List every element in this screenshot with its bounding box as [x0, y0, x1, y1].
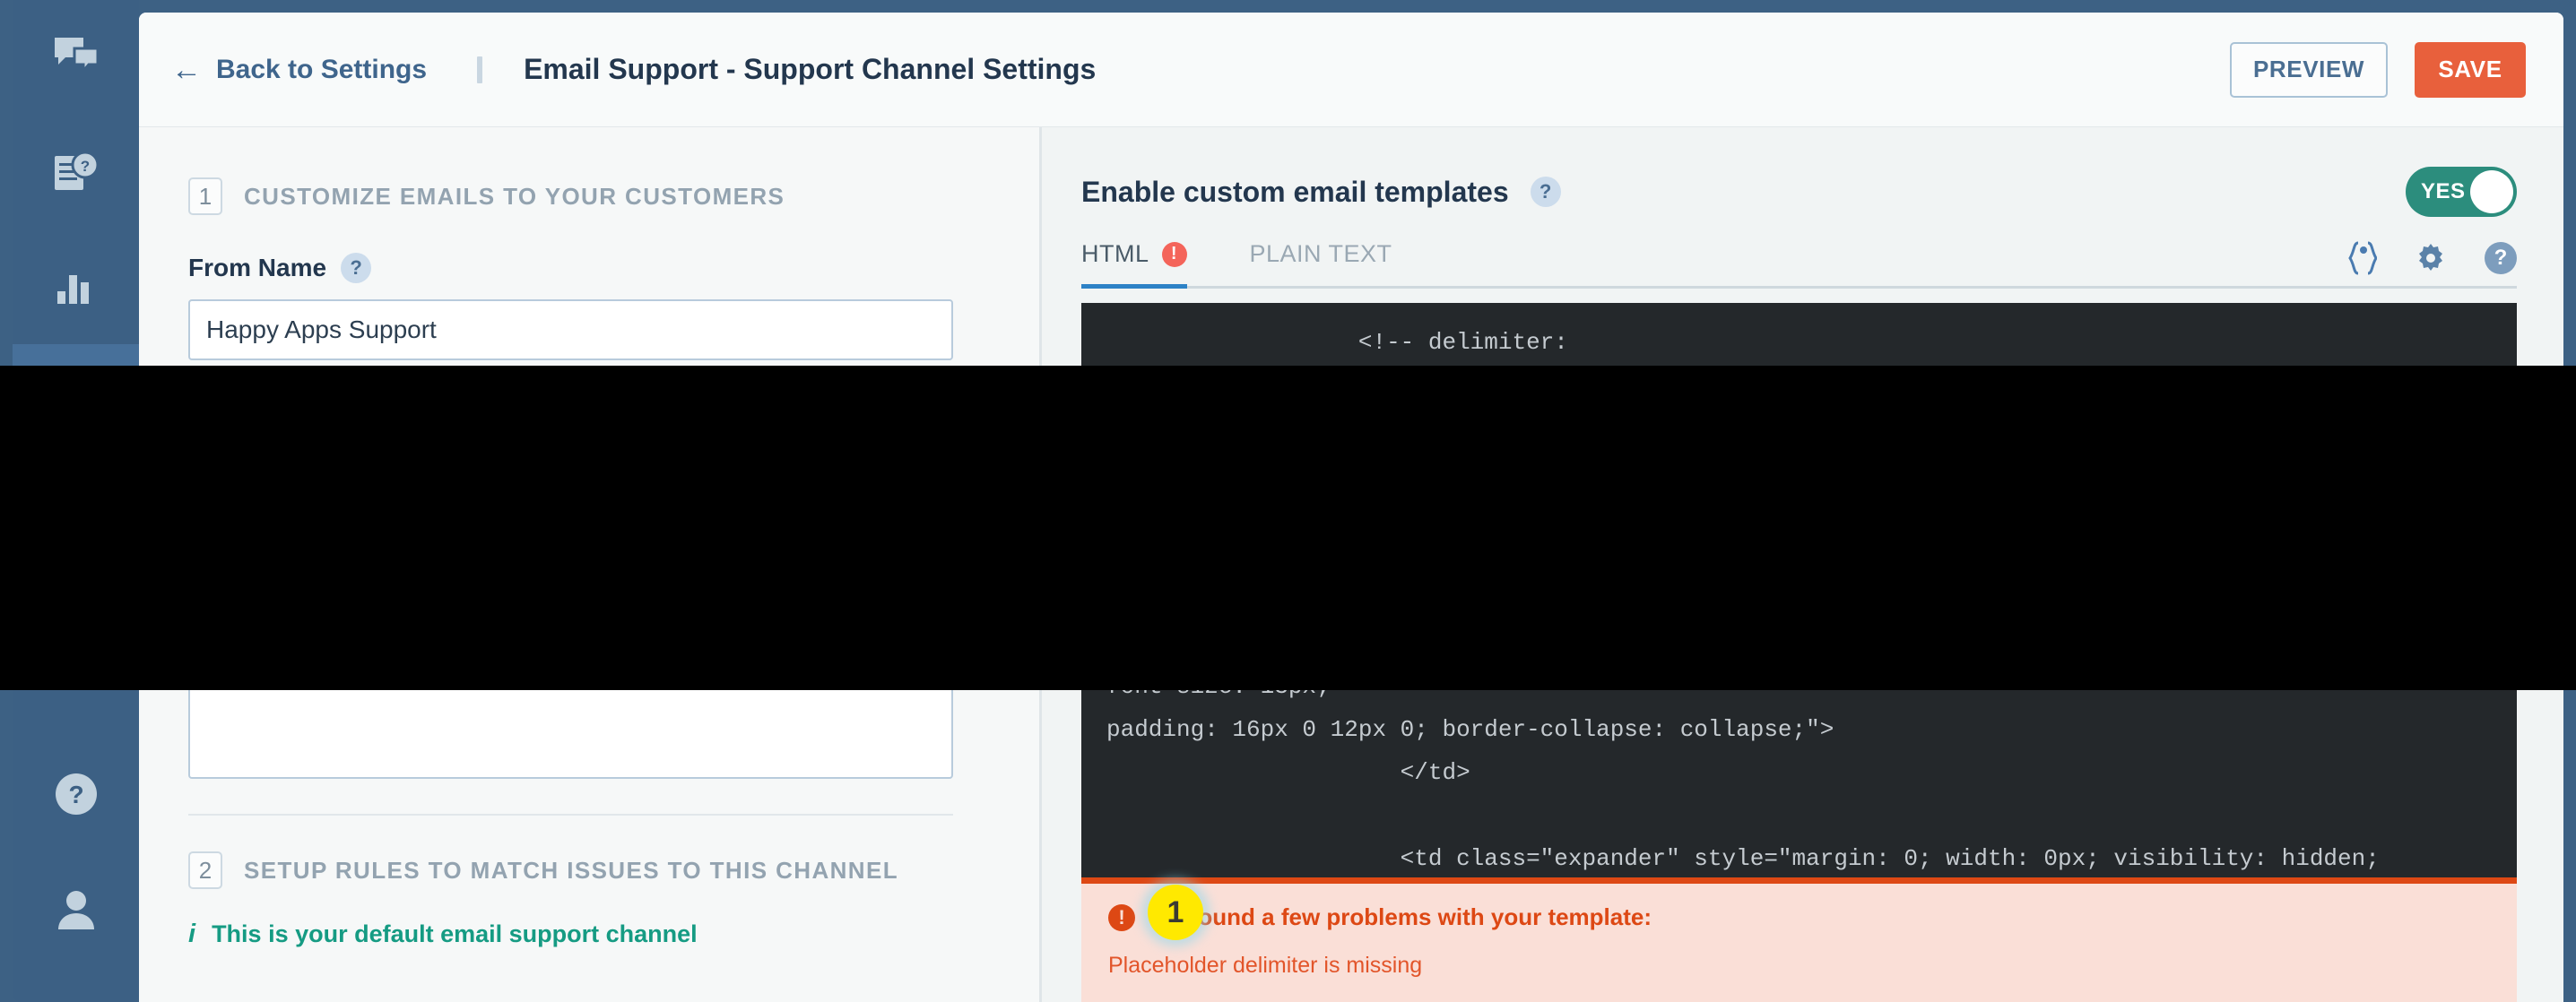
main-card: ← Back to Settings Email Support - Suppo… — [139, 13, 2563, 1002]
left-nav-inner: ? — [13, 0, 139, 1002]
info-icon: i — [188, 920, 196, 948]
from-name-label-row: From Name ? — [188, 253, 976, 283]
sidebar-item-analytics[interactable] — [13, 229, 139, 344]
preview-button[interactable]: PREVIEW — [2230, 41, 2388, 98]
auto-response-textarea[interactable]: new reply — [188, 568, 953, 779]
from-name-label: From Name — [188, 254, 327, 281]
back-to-settings-label: Back to Settings — [216, 54, 428, 84]
from-name-help-icon[interactable]: ? — [341, 253, 372, 283]
section-2-title: SETUP RULES TO MATCH ISSUES TO THIS CHAN… — [244, 856, 899, 884]
section-2-number: 2 — [188, 851, 222, 889]
alert-icon: ! — [1108, 903, 1135, 931]
svg-text:?: ? — [80, 158, 89, 175]
template-help-icon[interactable]: ? — [1530, 177, 1561, 207]
header-separator — [477, 56, 483, 83]
sidebar-item-faq[interactable]: ? — [13, 115, 139, 229]
template-error-item: Placeholder delimiter is missing — [1108, 953, 1423, 978]
from-email-field: From ? — [188, 387, 976, 495]
enable-templates-toggle-label: YES — [2421, 179, 2466, 203]
sidebar-item-settings[interactable] — [13, 344, 139, 459]
channel-form-pane: 1 CUSTOMIZE EMAILS TO YOUR CUSTOMERS Fro… — [139, 127, 1039, 1002]
from-email-input[interactable] — [188, 434, 953, 495]
template-error-title: We found a few problems with your templa… — [1149, 903, 1652, 930]
tab-html-error-badge: ! — [1161, 241, 1187, 267]
auto-response-label: Auto-Response Message — [188, 523, 487, 550]
section-1-header: 1 CUSTOMIZE EMAILS TO YOUR CUSTOMERS — [188, 177, 976, 215]
form-divider — [188, 814, 953, 816]
tab-html-label: HTML — [1081, 240, 1149, 267]
gear-icon[interactable] — [2415, 242, 2447, 274]
default-channel-note: i This is your default email support cha… — [188, 920, 976, 949]
section-1-number: 1 — [188, 177, 222, 215]
template-error-panel: ! We found a few problems with your temp… — [1081, 877, 2517, 1002]
auto-response-label-row: Auto-Response Message ? — [188, 522, 976, 552]
arrow-left-icon: ← — [171, 52, 202, 87]
chat-bubbles-icon — [53, 36, 100, 79]
bar-chart-icon — [56, 268, 97, 306]
header-actions: PREVIEW SAVE — [2230, 41, 2526, 98]
from-email-label-row: From ? — [188, 387, 976, 418]
email-template-pane: Enable custom email templates ? YES HTML… — [1042, 127, 2563, 1002]
from-email-label: From — [188, 388, 251, 416]
insert-placeholder-icon[interactable] — [2346, 240, 2377, 276]
page-body: 1 CUSTOMIZE EMAILS TO YOUR CUSTOMERS Fro… — [139, 127, 2563, 1002]
page-title: Email Support - Support Channel Settings — [524, 53, 1097, 85]
callout-number: 1 — [1148, 885, 1203, 940]
template-error-title-row: ! We found a few problems with your temp… — [1108, 903, 2490, 931]
auto-response-field: Auto-Response Message ? new reply — [188, 522, 976, 783]
settings-active-icon — [56, 381, 97, 422]
tabs-underline — [1081, 286, 2517, 289]
faq-document-icon: ? — [53, 151, 100, 194]
toggle-knob — [2470, 170, 2513, 213]
template-header: Enable custom email templates ? YES — [1081, 167, 2517, 217]
svg-text:?: ? — [68, 781, 83, 808]
step-callout-1: 1 — [1141, 878, 1210, 946]
editor-toolbar: ? — [2346, 240, 2517, 289]
tab-plain-text-label: PLAIN TEXT — [1249, 240, 1392, 267]
from-name-field: From Name ? — [188, 253, 976, 360]
user-avatar-icon — [54, 888, 99, 929]
help-circle-icon: ? — [54, 772, 99, 816]
section-1-title: CUSTOMIZE EMAILS TO YOUR CUSTOMERS — [244, 182, 785, 210]
template-title: Enable custom email templates — [1081, 175, 1509, 208]
tab-plain-text[interactable]: PLAIN TEXT — [1250, 240, 1392, 289]
default-channel-note-text: This is your default email support chann… — [212, 920, 698, 947]
help-icon[interactable]: ? — [2485, 242, 2517, 274]
back-to-settings-link[interactable]: ← Back to Settings — [171, 55, 427, 85]
from-email-help-icon[interactable]: ? — [265, 387, 296, 418]
sidebar-item-help[interactable]: ? — [13, 737, 139, 851]
sidebar-item-conversations[interactable] — [13, 0, 139, 115]
section-2-header: 2 SETUP RULES TO MATCH ISSUES TO THIS CH… — [188, 851, 976, 889]
from-name-input[interactable] — [188, 299, 953, 360]
html-template-editor[interactable]: <!-- delimiter: When a customer replies,… — [1081, 302, 2517, 877]
template-tabs: HTML ! PLAIN TEXT — [1081, 240, 2517, 289]
enable-templates-toggle[interactable]: YES — [2406, 167, 2517, 217]
tab-html[interactable]: HTML ! — [1081, 240, 1187, 289]
page-header: ← Back to Settings Email Support - Suppo… — [139, 13, 2563, 127]
save-button[interactable]: SAVE — [2415, 41, 2526, 98]
left-nav: ? — [0, 0, 139, 1002]
auto-response-help-icon[interactable]: ? — [500, 522, 532, 552]
sidebar-item-account[interactable] — [13, 851, 139, 966]
